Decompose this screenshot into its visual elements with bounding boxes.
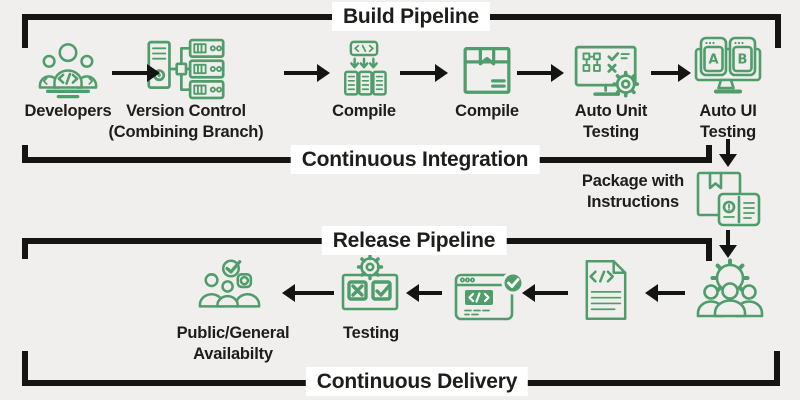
arrow-right-icon <box>112 64 160 82</box>
ab-ui-testing-monitor-icon: A B <box>694 36 762 94</box>
general-availability-icon <box>198 259 261 308</box>
continuous-integration-title: Continuous Integration <box>290 145 540 174</box>
release-bracket-right-tick <box>706 238 712 261</box>
stage-label-public-general-availability: Public/General Availabilty <box>176 324 290 363</box>
continuous-delivery-title: Continuous Delivery <box>305 367 529 396</box>
compile-source-icon <box>344 40 387 96</box>
stage-label-compile-1: Compile <box>332 102 396 120</box>
code-file-icon <box>585 259 627 321</box>
ci-bracket-right-tick <box>706 145 712 163</box>
deploy-team-gear-icon <box>696 258 764 318</box>
arrow-left-icon <box>522 284 568 302</box>
arrow-left-icon <box>645 284 685 302</box>
ci-bracket-left-tick <box>22 145 28 163</box>
stage-label-version-control: Version Control (Combining Branch) <box>108 102 264 141</box>
release-bracket-left-tick <box>22 238 28 259</box>
cd-bracket-left-tick <box>22 351 28 386</box>
verified-web-app-icon <box>454 271 525 321</box>
stage-label-testing: Testing <box>342 324 400 342</box>
arrow-right-icon <box>517 64 564 82</box>
build-pipeline-title: Build Pipeline <box>331 2 491 31</box>
arrow-right-icon <box>400 64 448 82</box>
test-results-board-icon <box>341 254 399 311</box>
stage-label-auto-unit-testing: Auto Unit Testing <box>574 102 648 141</box>
unit-testing-monitor-icon <box>574 45 640 98</box>
package-with-manual-icon <box>696 171 761 227</box>
cd-bracket-right-tick <box>774 351 780 386</box>
arrow-right-icon <box>651 64 691 82</box>
arrow-right-icon <box>284 64 330 82</box>
svg-text:A: A <box>708 53 718 68</box>
stage-label-auto-ui-testing: Auto UI Testing <box>699 102 757 141</box>
release-pipeline-title: Release Pipeline <box>321 226 507 255</box>
arrow-down-icon <box>719 230 737 258</box>
build-bracket-left-tick <box>22 14 28 48</box>
svg-text:B: B <box>738 53 748 68</box>
arrow-left-icon <box>282 284 334 302</box>
package-box-icon <box>463 46 511 94</box>
stage-label-compile-2: Compile <box>455 102 519 120</box>
stage-label-developers: Developers <box>24 102 112 120</box>
developers-icon <box>38 43 98 99</box>
arrow-left-icon <box>406 284 442 302</box>
build-bracket-right-tick <box>775 14 781 48</box>
stage-label-package-with-instructions: Package with Instructions <box>581 172 685 211</box>
arrow-down-icon <box>719 139 737 167</box>
